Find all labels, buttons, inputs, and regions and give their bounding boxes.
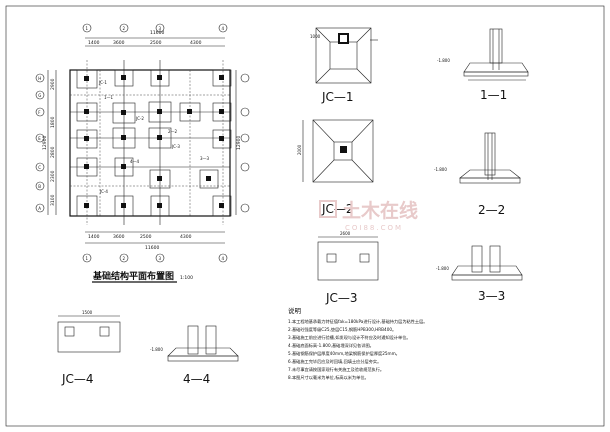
s22-elev: -1.800: [434, 167, 447, 172]
bottom-dim-1: 1400: [88, 234, 100, 240]
jc1-dim: 1000: [310, 34, 321, 39]
plan-footings: [76, 69, 232, 217]
right-total-dim: 12900: [236, 136, 242, 150]
note-2: 2.基础砼强度等级C25,垫层C15,钢筋HPB300,HRB400。: [288, 326, 396, 333]
s11-elev: -1.800: [437, 58, 450, 63]
jc2-label: JC—2: [321, 202, 354, 216]
axis-b: B: [38, 184, 41, 189]
plan-tag-jc4: JC-4: [99, 189, 108, 194]
axis-g: G: [38, 93, 41, 98]
bottom-dim-2: 3600: [113, 234, 125, 240]
left-total-dim: 12900: [42, 136, 48, 150]
note-3: 3.基础施工前应进行验槽,如发现与设计不符应及时通知设计单位。: [288, 334, 411, 341]
note-5: 5.基础钢筋保护层厚度40mm,地梁钢筋保护层厚度25mm。: [288, 350, 400, 357]
axis-top-4: 4: [222, 26, 225, 31]
axis-h: H: [38, 76, 41, 81]
left-dim-3: 2800: [50, 146, 56, 158]
s44-elev: -1.800: [150, 347, 163, 352]
section-4-4: -1.800 4—4: [150, 325, 239, 386]
jc4-dim: 1500: [82, 310, 93, 315]
jc3-dim: 2600: [340, 231, 351, 236]
top-dim-2: 3600: [113, 40, 125, 46]
note-8: 8.本图尺寸以毫米为单位,标高以米为单位。: [288, 374, 369, 381]
axis-c: C: [38, 165, 41, 170]
left-dim-2: 1800: [50, 116, 56, 128]
top-axis-bubbles: 1 2 3 4: [82, 23, 228, 33]
watermark-text: 土木在线: [342, 199, 418, 222]
plan-tag-s22: 2—2: [168, 129, 178, 134]
plan-outline: [69, 69, 231, 217]
plan-tag-jc2: JC-2: [135, 116, 144, 121]
notes-block: 说明 1.本工程地基承载力特征值fak=180kPa进行设计,基础持力层为粘性土…: [288, 306, 428, 381]
jc2-dim: 2000: [297, 144, 302, 155]
sheet-border: [5, 5, 605, 427]
section-3-3: -1.800 3—3: [436, 245, 523, 303]
s33-elev: -1.800: [436, 266, 449, 271]
note-6: 6.基础施工完毕后应及时回填,回填土应分层夯实。: [288, 358, 381, 365]
plan-title: 基础结构平面布置图: [92, 270, 174, 282]
plan-scale: 1:100: [180, 275, 193, 281]
plan-tag-s44: 4—4: [130, 159, 140, 164]
note-7: 7.未尽事宜请按国家现行有关施工及验收规范执行。: [288, 366, 384, 373]
jc1-label: JC—1: [321, 90, 354, 104]
jc3-label: JC—3: [325, 291, 358, 305]
watermark-sub: COI88.COM: [345, 224, 403, 232]
axis-bottom-2: 2: [123, 256, 126, 261]
foundation-plan: 11600 1400 3600 2500 4300 1 2 3 4 H G F …: [35, 23, 250, 283]
axis-f: F: [38, 110, 41, 115]
axis-bottom-1: 1: [86, 256, 89, 261]
watermark: 土木在线 COI88.COM: [319, 199, 418, 232]
axis-e: E: [38, 136, 41, 141]
detail-jc2: 2000 JC—2: [297, 119, 374, 216]
s22-label: 2—2: [478, 203, 505, 217]
left-dim-4: 2300: [50, 170, 56, 182]
top-dim-4: 4300: [190, 40, 202, 46]
s44-label: 4—4: [183, 372, 210, 386]
left-axis-bubbles: H G F E C B A: [35, 73, 45, 213]
axis-top-3: 3: [159, 26, 162, 31]
left-dim-1: 2900: [50, 78, 56, 90]
left-dim-5: 3100: [50, 194, 56, 206]
detail-jc4: 1500 JC—4: [57, 310, 121, 386]
top-dim-1: 1400: [88, 40, 100, 46]
bottom-total-dim: 11600: [145, 245, 159, 251]
jc4-label: JC—4: [61, 372, 94, 386]
section-2-2: -1.800 2—2: [434, 132, 521, 217]
notes-heading: 说明: [288, 306, 302, 315]
detail-jc1: 1000 JC—1: [310, 27, 378, 104]
note-1: 1.本工程地基承载力特征值fak=180kPa进行设计,基础持力层为粘性土层。: [288, 318, 428, 325]
section-1-1: -1.800 1—1: [437, 28, 529, 102]
bottom-dim-3: 2500: [140, 234, 152, 240]
plan-tag-jc3: JC-3: [171, 144, 180, 149]
plan-tag-jc1: JC-1: [98, 80, 107, 85]
s33-label: 3—3: [478, 289, 505, 303]
axis-bottom-3: 3: [159, 256, 162, 261]
axis-top-1: 1: [86, 26, 89, 31]
plan-tag-s11: 1—1: [104, 95, 114, 100]
axis-top-2: 2: [123, 26, 126, 31]
right-axis-bubbles: [240, 73, 250, 213]
note-4: 4.基础底面标高-1.800,基础埋深详见各详图。: [288, 342, 374, 349]
s11-label: 1—1: [480, 88, 507, 102]
axis-bottom-4: 4: [222, 256, 225, 261]
top-total-dim: 11600: [150, 30, 164, 36]
detail-jc3: 2600 JC—3: [317, 231, 379, 305]
top-dim-3: 2500: [150, 40, 162, 46]
plan-tag-s33: 3—3: [200, 156, 210, 161]
bottom-dim-4: 4300: [180, 234, 192, 240]
axis-a: A: [38, 206, 41, 211]
